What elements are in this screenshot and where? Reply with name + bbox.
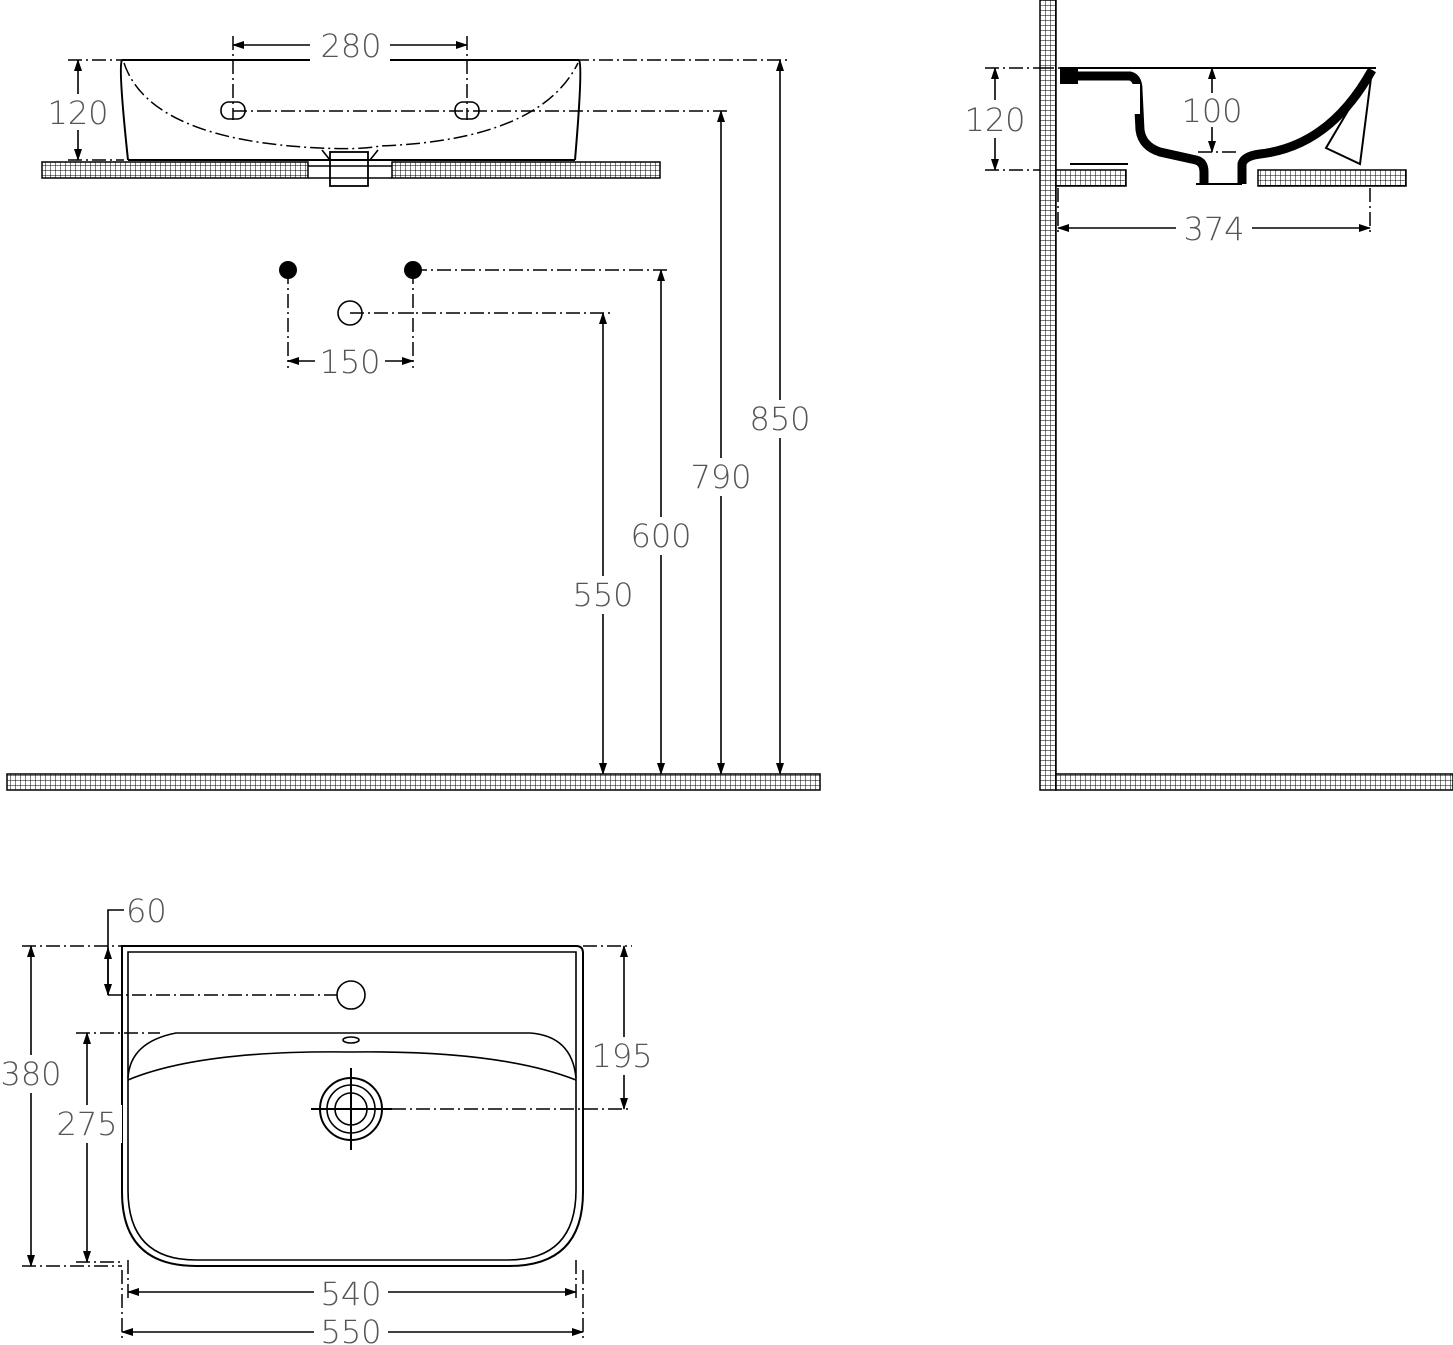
basin-front-profile [119, 59, 582, 161]
dim-600-label: 600 [630, 517, 691, 555]
floor-hatch [6, 773, 821, 791]
overflow-slot [342, 1036, 360, 1044]
dim-60-label: 60 [126, 892, 167, 930]
dim-280-label: 280 [320, 27, 381, 65]
counter-hatch-left [41, 161, 309, 179]
basin-bowl [127, 1032, 577, 1079]
drain-icon [311, 1068, 392, 1150]
side-counter-hatch-right [1257, 169, 1407, 187]
dim-550-width-label: 550 [320, 1313, 381, 1345]
basin-outer-rim [121, 945, 584, 1267]
counter-hatch-right [391, 161, 661, 179]
wall-hatch [1039, 0, 1057, 791]
side-section-view: 120 100 374 [962, 0, 1453, 791]
dim-540-label: 540 [320, 1275, 381, 1313]
dim-790-label: 790 [690, 458, 751, 496]
dim-380-label: 380 [0, 1055, 61, 1093]
dim-120-side-label: 120 [964, 101, 1025, 139]
basin-section-profile [1060, 67, 1376, 185]
dim-150-label: 150 [319, 343, 380, 381]
dim-550-label: 550 [572, 576, 633, 614]
side-floor-hatch [1055, 773, 1453, 791]
dim-195-label: 195 [591, 1037, 652, 1075]
dim-275-label: 275 [56, 1105, 117, 1143]
tap-hole-plan [336, 980, 366, 1010]
front-elevation-view: 280 120 150 550 600 790 850 [6, 27, 821, 791]
side-counter-hatch-left [1055, 169, 1127, 187]
dim-850-label: 850 [749, 400, 810, 438]
dim-120-front-label: 120 [47, 94, 108, 132]
plan-view: 60 380 275 195 540 550 [0, 892, 655, 1345]
dim-374-label: 374 [1183, 210, 1244, 248]
dim-100-label: 100 [1181, 92, 1242, 130]
waste-outlet [329, 151, 369, 187]
